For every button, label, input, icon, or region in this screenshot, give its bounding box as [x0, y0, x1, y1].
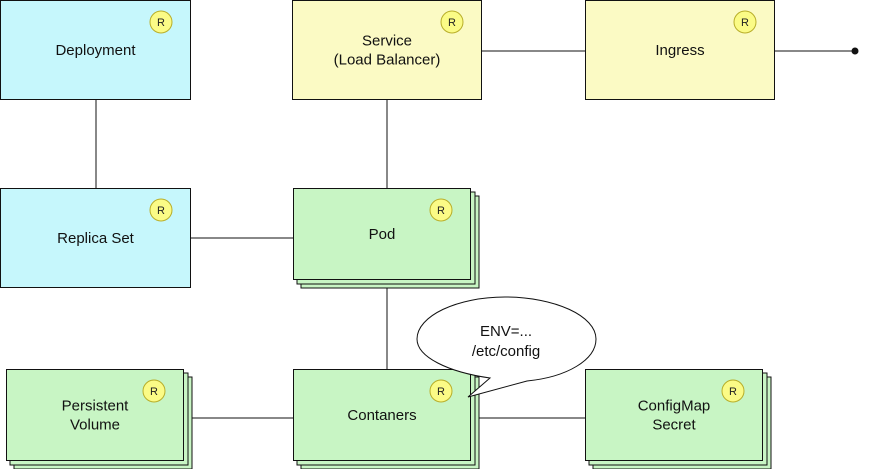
resource-badge-icon: [142, 379, 166, 403]
persistent-volume-label: Volume: [70, 417, 120, 434]
resource-badge-icon: [149, 10, 173, 34]
resource-badge-letter: R: [437, 386, 445, 398]
deployment-node[interactable]: R Deployment: [0, 0, 191, 100]
configmap-secret-label: ConfigMap: [638, 398, 711, 415]
replica-set-node[interactable]: R Replica Set: [0, 188, 191, 288]
resource-badge-letter: R: [741, 17, 749, 29]
resource-badge-letter: R: [729, 386, 737, 398]
resource-badge-icon: [440, 10, 464, 34]
callout-line-1: ENV=...: [480, 323, 532, 340]
containers-label: Contaners: [347, 407, 416, 424]
deployment-label: Deployment: [55, 42, 136, 59]
ingress-node[interactable]: R Ingress: [585, 0, 775, 100]
persistent-volume-label: Persistent: [62, 398, 130, 415]
resource-badge-letter: R: [448, 17, 456, 29]
resource-badge-letter: R: [437, 205, 445, 217]
pod-node[interactable]: R Pod: [293, 188, 480, 289]
resource-badge-letter: R: [150, 386, 158, 398]
env-config-callout: ENV=... /etc/config: [416, 296, 597, 398]
external-endpoint-dot: [851, 47, 859, 55]
connectors: [95, 50, 855, 419]
replica-set-label: Replica Set: [57, 230, 135, 247]
resource-badge-letter: R: [157, 17, 165, 29]
ingress-label: Ingress: [655, 42, 704, 59]
service-node[interactable]: R Service (Load Balancer): [292, 0, 482, 100]
resource-badge-icon: [149, 198, 173, 222]
resource-badge-icon: [721, 379, 745, 403]
callout-bubble: [416, 296, 597, 398]
configmap-secret-label: Secret: [652, 417, 696, 434]
resource-badge-icon: [429, 198, 453, 222]
containers-node[interactable]: R Contaners: [293, 369, 480, 469]
resource-badge-icon: [429, 379, 453, 403]
resource-badge-letter: R: [157, 205, 165, 217]
callout-line-2: /etc/config: [472, 343, 540, 360]
resource-badge-icon: [733, 10, 757, 34]
service-label: Service: [362, 33, 412, 50]
service-label: (Load Balancer): [334, 52, 441, 69]
pod-label: Pod: [369, 226, 396, 243]
